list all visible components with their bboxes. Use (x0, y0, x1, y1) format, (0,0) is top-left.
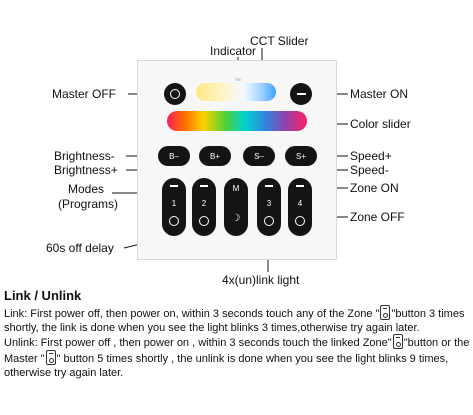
link-light-label: 4x(un)link light (222, 273, 300, 287)
zone-on-dash-icon (265, 185, 273, 187)
speed-minus-button[interactable]: S– (243, 146, 275, 166)
unlink-line-2: Master "" button 5 times shortly , the u… (4, 350, 470, 366)
cct-slider-label: CCT Slider (250, 34, 309, 48)
zone-button-icon (380, 305, 391, 320)
master-off-label: Master OFF (52, 87, 117, 101)
zone-1-number: 1 (171, 199, 177, 208)
zone-3-button[interactable]: 3 (257, 178, 281, 236)
color-slider[interactable] (167, 111, 307, 131)
modes-label: Modes (68, 182, 105, 196)
cct-slider[interactable] (196, 83, 276, 101)
power-ring-icon (170, 89, 180, 99)
instructions-heading: Link / Unlink (4, 288, 82, 303)
color-slider-label: Color slider (350, 117, 411, 131)
zone-on-dash-icon (200, 185, 208, 187)
zone-off-label: Zone OFF (350, 210, 405, 224)
indicator-label: Indicator (210, 44, 257, 58)
zone-2-button[interactable]: 2 (192, 178, 216, 236)
brightness-minus-button[interactable]: B– (158, 146, 190, 166)
master-button-icon (45, 350, 56, 365)
modes-button[interactable]: M ☽ (224, 178, 248, 236)
master-on-label: Master ON (350, 87, 409, 101)
link-line-1: Link: First power off, then power on, wi… (4, 305, 470, 321)
moon-icon: ☽ (231, 213, 241, 224)
zone-on-label: Zone ON (350, 181, 399, 195)
unlink-line-1: Unlink: First power off , then power on … (4, 334, 470, 350)
zone-4-number: 4 (297, 199, 303, 208)
unlink-line-3: otherwise try again later. (4, 367, 124, 379)
zone-off-ring-icon (169, 216, 179, 226)
zone-3-number: 3 (266, 199, 272, 208)
off-delay-label: 60s off delay (46, 241, 114, 255)
brightness-plus-button[interactable]: B+ (199, 146, 231, 166)
zone-2-number: 2 (201, 199, 207, 208)
modes-key-label: M (232, 184, 240, 193)
link-line-2: shortly, the link is done when you see t… (4, 322, 420, 334)
zone-button-icon (392, 334, 403, 349)
speed-minus-label: Speed- (350, 163, 389, 177)
programs-label: (Programs) (58, 197, 119, 211)
zone-4-button[interactable]: 4 (288, 178, 312, 236)
unlink-paragraph: Unlink: First power off , then power on … (4, 334, 470, 380)
zone-off-ring-icon (264, 216, 274, 226)
zone-off-ring-icon (295, 216, 305, 226)
link-paragraph: Link: First power off, then power on, wi… (4, 305, 470, 335)
zone-on-dash-icon (170, 185, 178, 187)
speed-plus-button[interactable]: S+ (285, 146, 317, 166)
zone-1-button[interactable]: 1 (162, 178, 186, 236)
master-on-button[interactable] (290, 83, 312, 105)
brightness-minus-label: Brightness- (54, 149, 115, 163)
master-off-button[interactable] (164, 83, 186, 105)
indicator-light (235, 78, 241, 81)
zone-off-ring-icon (199, 216, 209, 226)
brightness-plus-label: Brightness+ (54, 163, 118, 177)
zone-on-dash-icon (296, 185, 304, 187)
speed-plus-label: Speed+ (350, 149, 392, 163)
power-dash-icon (296, 93, 306, 95)
